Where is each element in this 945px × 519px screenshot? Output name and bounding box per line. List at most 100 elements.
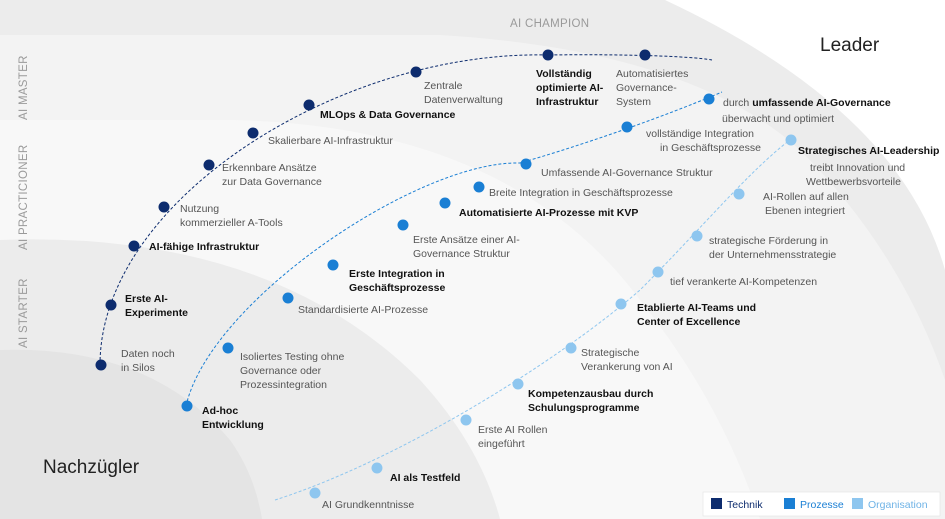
path-organisation [274, 139, 791, 501]
marker-dot [460, 414, 472, 426]
path-technik [99, 54, 713, 366]
marker-dot [565, 342, 577, 354]
zone-master-label: AI MASTER [18, 55, 30, 120]
legend-box [702, 491, 941, 517]
legend-prozesse-label: Prozesse [800, 499, 844, 511]
svg-text:Breite Integration in Geschäft: Breite Integration in Geschäftsprozesse [489, 187, 673, 199]
marker-dot [639, 49, 651, 61]
milestone-technik-skalierbar: Skalierbare AI-Infrastruktur [247, 127, 393, 147]
marker-dot [615, 298, 627, 310]
marker-dot [397, 219, 409, 231]
svg-text:durch umfassende AI-Governance: durch umfassende AI-Governance [723, 97, 891, 109]
label-leader: Leader [820, 35, 880, 56]
svg-text:Erste AI-Experimente: Erste AI-Experimente [125, 293, 188, 319]
milestone-prozesse-breite-integration: Breite Integration in Geschäftsprozesse [473, 181, 673, 199]
milestone-organisation-leadership: Strategisches AI-Leadership treibt Innov… [785, 134, 939, 188]
svg-text:Umfassende AI-Governance Struk: Umfassende AI-Governance Struktur [541, 167, 713, 179]
marker-dot [512, 378, 524, 390]
marker-dot [222, 342, 234, 354]
marker-dot [371, 462, 383, 474]
marker-dot [691, 230, 703, 242]
legend-technik-label: Technik [727, 499, 763, 511]
marker-dot [733, 188, 745, 200]
milestone-technik-ai-infrastruktur: AI-fähige Infrastruktur [128, 240, 259, 253]
marker-dot [703, 93, 715, 105]
marker-dot [439, 197, 451, 209]
milestone-organisation-kompetenzen: tief verankerte AI-Kompetenzen [652, 266, 817, 288]
label-nachzuegler: Nachzügler [43, 457, 140, 478]
zone-champion-label: AI CHAMPION [510, 18, 589, 30]
marker-dot [303, 99, 315, 111]
marker-dot [652, 266, 664, 278]
marker-dot [542, 49, 554, 61]
legend-organisation-swatch [852, 498, 863, 509]
marker-dot [520, 158, 532, 170]
marker-dot [247, 127, 259, 139]
zone-core [0, 349, 262, 519]
marker-dot [203, 159, 215, 171]
zone-starter-label: AI STARTER [18, 278, 30, 348]
svg-text:Automatisierte AI-Prozesse mit: Automatisierte AI-Prozesse mit KVP [459, 207, 638, 219]
marker-dot [621, 121, 633, 133]
milestone-technik-erste-experimente: Erste AI-Experimente [105, 293, 188, 319]
svg-text:AI-fähige Infrastruktur: AI-fähige Infrastruktur [149, 241, 259, 253]
path-prozesse [185, 91, 723, 407]
svg-text:Strategisches AI-Leadership: Strategisches AI-Leadership [798, 145, 939, 157]
marker-dot [785, 134, 797, 146]
milestone-organisation-grundkenntnisse: AI Grundkenntnisse [309, 487, 414, 511]
svg-text:überwacht und optimiert: überwacht und optimiert [722, 113, 834, 125]
svg-text:MLOps & Data Governance: MLOps & Data Governance [320, 109, 456, 121]
milestone-prozesse-umfassende-struktur: Umfassende AI-Governance Struktur [520, 158, 713, 179]
milestone-prozesse-kvp: Automatisierte AI-Prozesse mit KVP [439, 197, 638, 219]
svg-text:Standardisierte AI-Prozesse: Standardisierte AI-Prozesse [298, 304, 428, 316]
marker-dot [410, 66, 422, 78]
milestone-prozesse-erste-ansaetze: Erste Ansätze einer AI-Governance Strukt… [397, 219, 520, 260]
marker-dot [181, 400, 193, 412]
svg-text:AI Grundkenntnisse: AI Grundkenntnisse [322, 499, 414, 511]
legend: Technik Prozesse Organisation [702, 491, 941, 517]
legend-prozesse-swatch [784, 498, 795, 509]
svg-text:tief verankerte AI-Kompetenzen: tief verankerte AI-Kompetenzen [670, 276, 817, 288]
milestone-technik-mlops: MLOps & Data Governance [303, 99, 456, 121]
svg-text:AI als Testfeld: AI als Testfeld [390, 472, 460, 484]
svg-text:Erste Ansätze einer AI-Governa: Erste Ansätze einer AI-Governance Strukt… [413, 234, 520, 260]
milestone-prozesse-standardisiert: Standardisierte AI-Prozesse [282, 292, 428, 316]
marker-dot [128, 240, 140, 252]
marker-dot [158, 201, 170, 213]
legend-technik-swatch [711, 498, 722, 509]
marker-dot [282, 292, 294, 304]
milestone-organisation-testfeld: AI als Testfeld [371, 462, 460, 484]
zone-practicioner-label: AI PRACTICIONER [18, 145, 30, 250]
marker-dot [327, 259, 339, 271]
legend-organisation-label: Organisation [868, 499, 928, 511]
marker-dot [473, 181, 485, 193]
